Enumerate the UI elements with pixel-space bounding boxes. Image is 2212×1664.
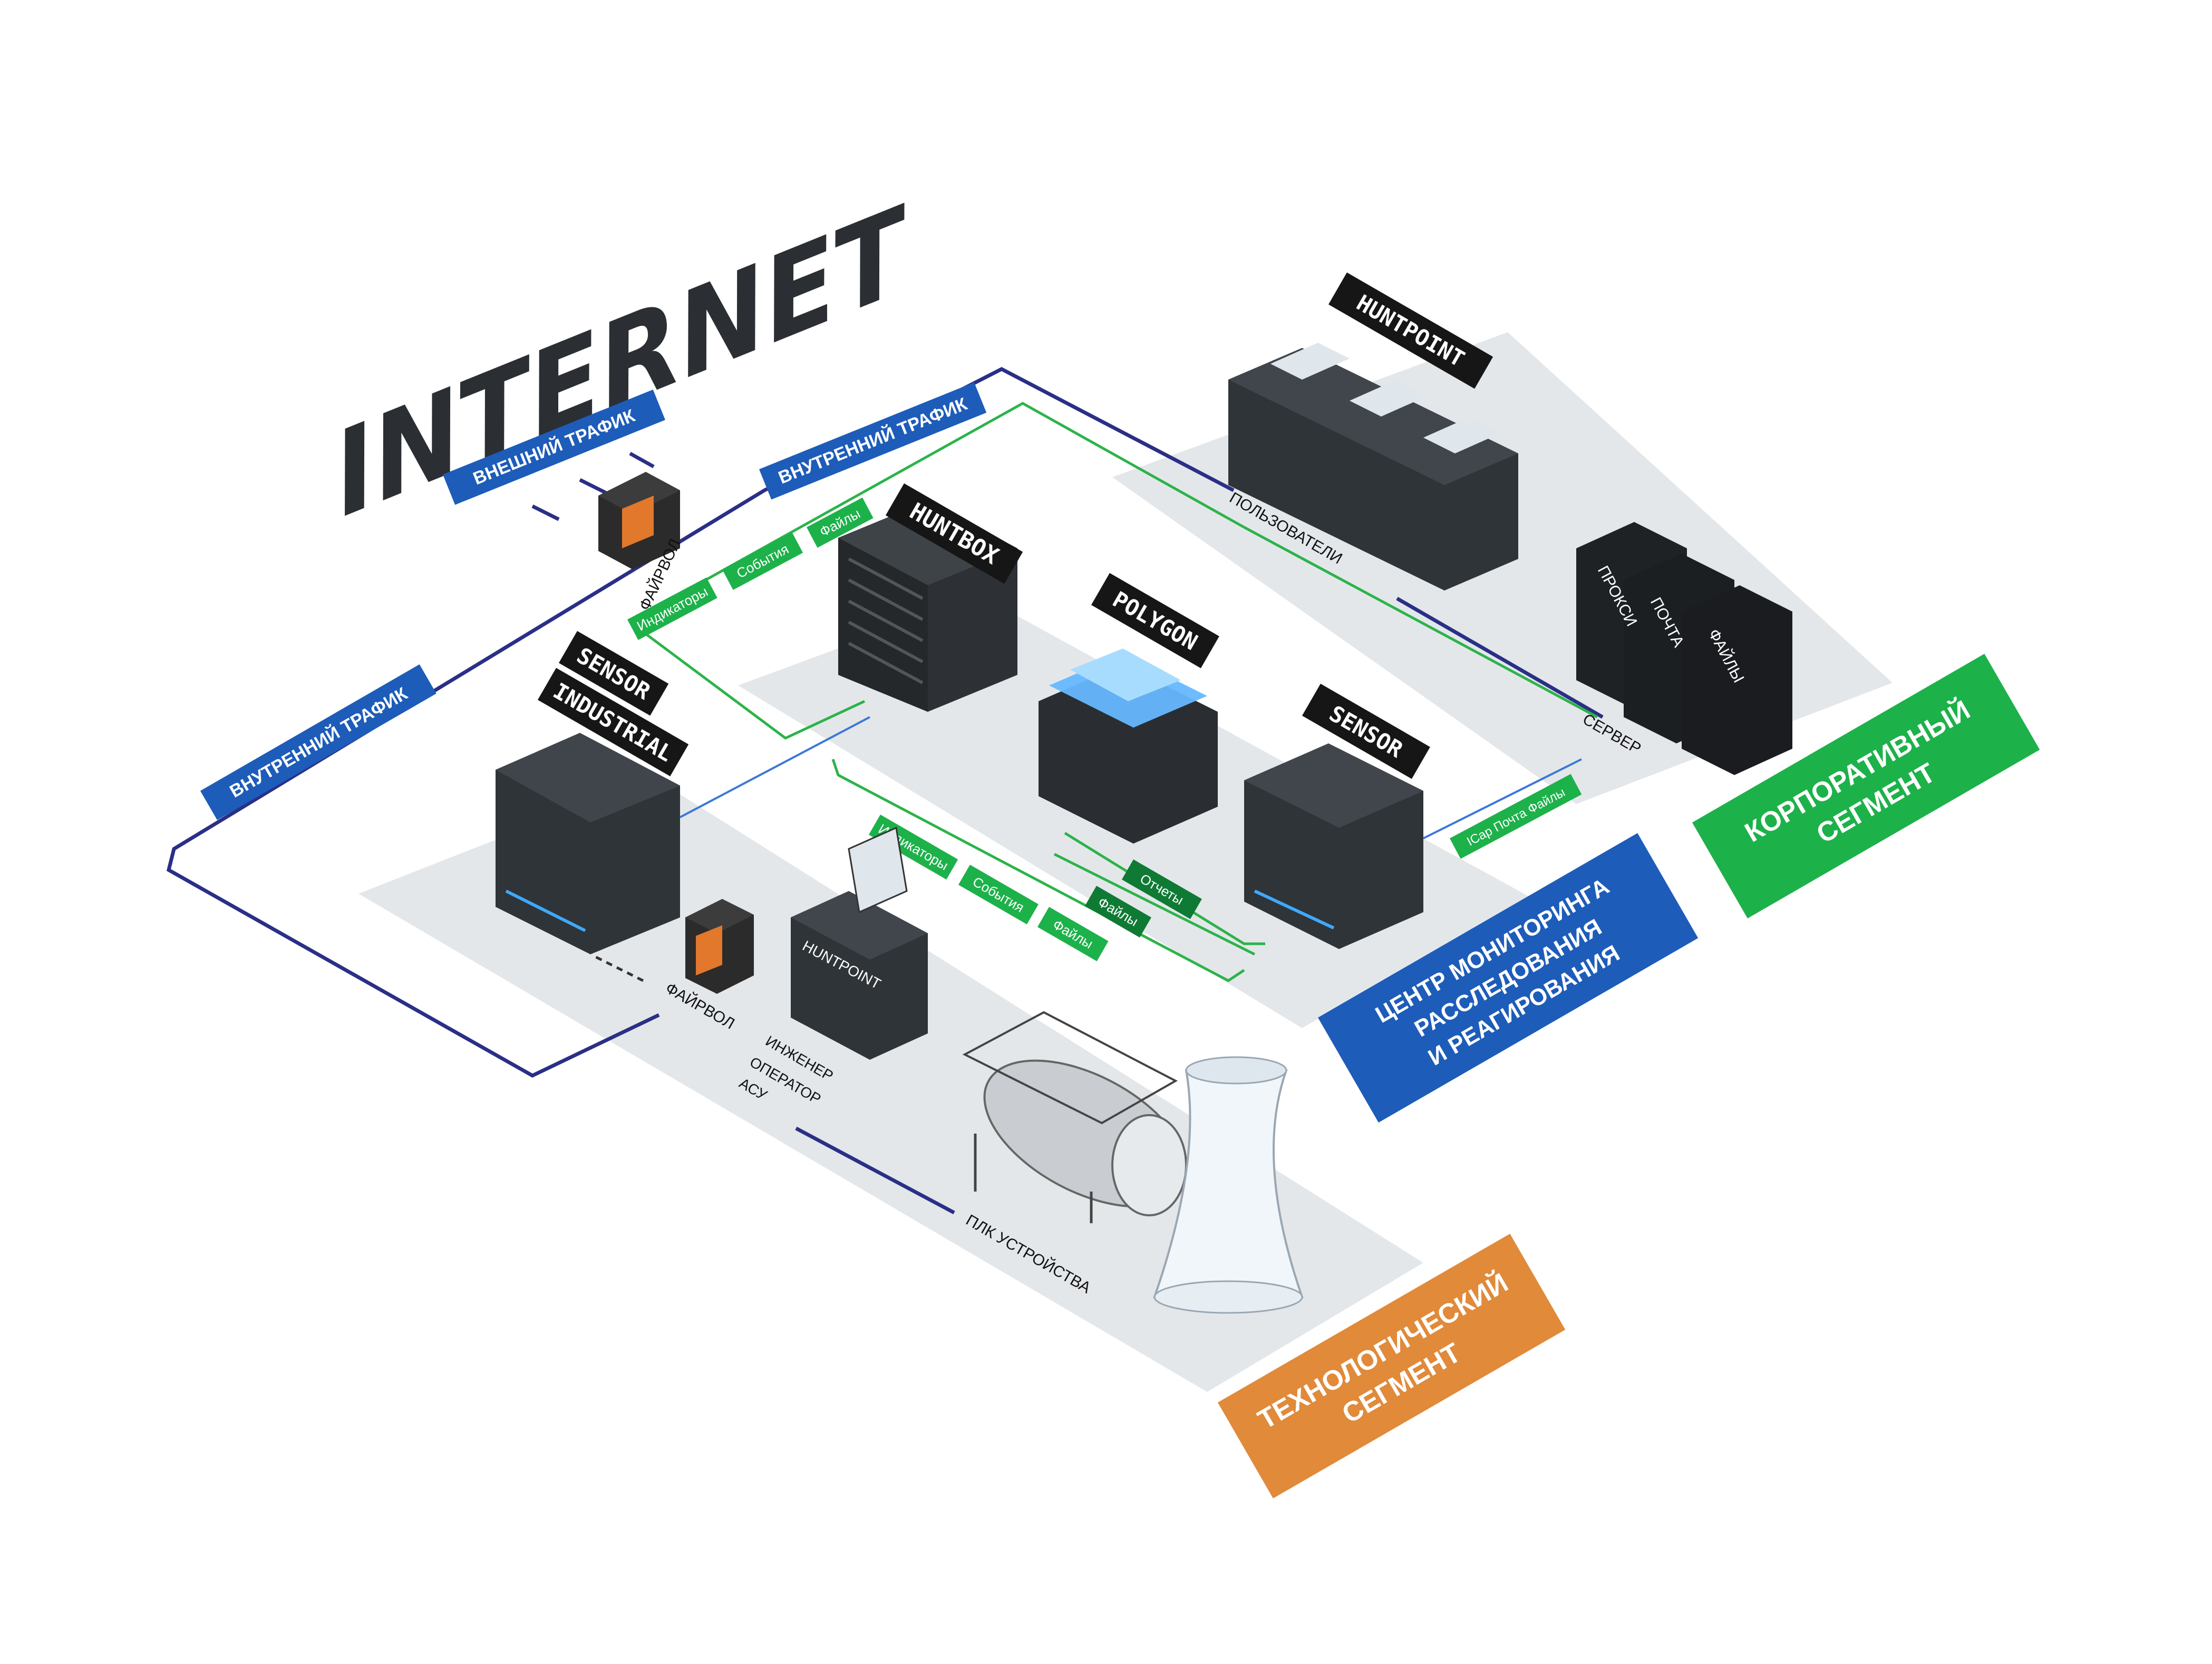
cooling-tower-icon xyxy=(1153,1056,1304,1314)
laptop-icon xyxy=(1350,380,1429,417)
green-polygon-files xyxy=(1053,853,1256,956)
svg-text:HUNTPOINT: HUNTPOINT xyxy=(1352,289,1469,372)
top-flow-events: События xyxy=(722,532,803,590)
external-traffic-bg xyxy=(442,389,665,505)
navy-ext-arrow-2 xyxy=(579,478,607,495)
firewall-dashed-arrow xyxy=(595,955,644,982)
internal-traffic-left-label: ВНУТРЕННИЙ ТРАФИК xyxy=(226,683,411,802)
blue-sensor-server xyxy=(1423,758,1582,839)
firewall-top: ФАЙРВОЛ xyxy=(598,472,684,613)
tank-icon xyxy=(962,1011,1189,1223)
green-sensor-polygon xyxy=(1064,831,1265,945)
laptop-icon xyxy=(1270,343,1350,380)
green-mid-loop xyxy=(831,759,1245,982)
sensor-device: SENSOR xyxy=(1244,683,1430,949)
huntpoint-bottom-device: HUNTPOINT xyxy=(791,826,928,1060)
green-to-server xyxy=(1243,526,1598,719)
laptop-icon xyxy=(1423,417,1502,453)
svg-text:ICap Почта Файлы: ICap Почта Файлы xyxy=(1464,785,1567,849)
laptop-icon xyxy=(848,826,908,914)
navy-users-link xyxy=(1396,596,1604,719)
corporate-servers: ПРОКСИ ПОЧТА ФАЙЛЫ xyxy=(1576,522,1792,775)
green-huntbox-loop xyxy=(629,621,866,740)
flame-icon xyxy=(622,496,654,548)
navy-internal-loop xyxy=(166,367,1235,1078)
huntpoint-top-device: HUNTPOINT xyxy=(1228,272,1518,591)
internal-traffic-left-tag: ВНУТРЕННИЙ ТРАФИК xyxy=(200,664,436,820)
internal-traffic-top-tag: ВНУТРЕННИЙ ТРАФИК xyxy=(759,382,987,500)
navy-ext-arrow-1 xyxy=(531,504,560,521)
huntbox-slots xyxy=(848,557,924,684)
blue-lines xyxy=(595,716,1582,982)
internal-traffic-top-label: ВНУТРЕННИЙ ТРАФИК xyxy=(775,393,970,488)
navy-lines xyxy=(166,367,1604,1215)
top-flow-indicators: Индикаторы xyxy=(627,577,717,640)
blue-sensor-huntbox xyxy=(680,716,870,818)
polygon-device: POLYGON xyxy=(1039,573,1219,844)
sensor-industrial-device: SENSOR INDUSTRIAL xyxy=(496,631,689,954)
navy-ext-arrow-3 xyxy=(629,451,655,469)
navy-plc-link xyxy=(795,1126,955,1215)
mid-flow-files: Файлы xyxy=(1037,907,1109,962)
huntbox-device: HUNTBOX xyxy=(838,483,1023,712)
green-lines xyxy=(629,402,1598,982)
flame-icon xyxy=(696,925,722,975)
